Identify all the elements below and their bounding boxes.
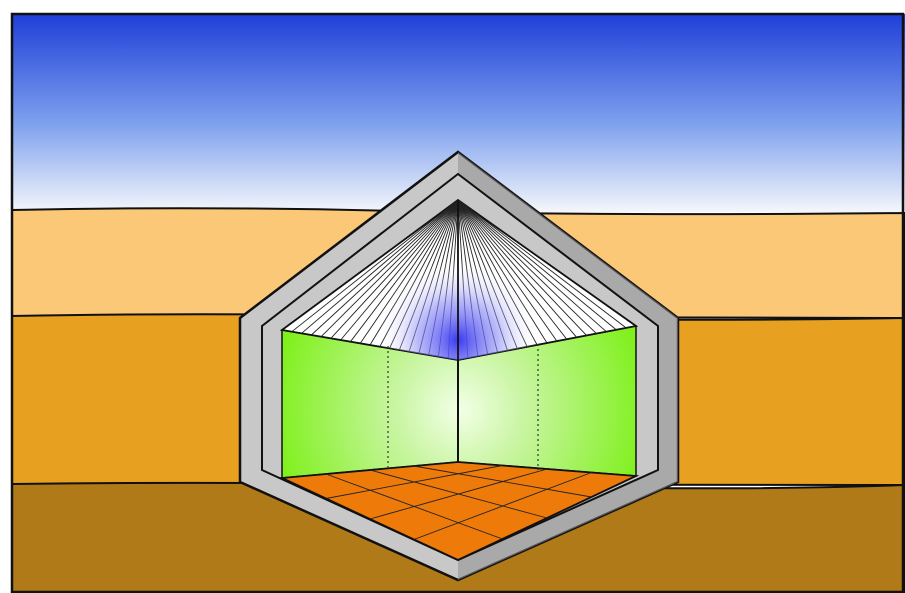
underground-house-diagram bbox=[0, 0, 905, 593]
